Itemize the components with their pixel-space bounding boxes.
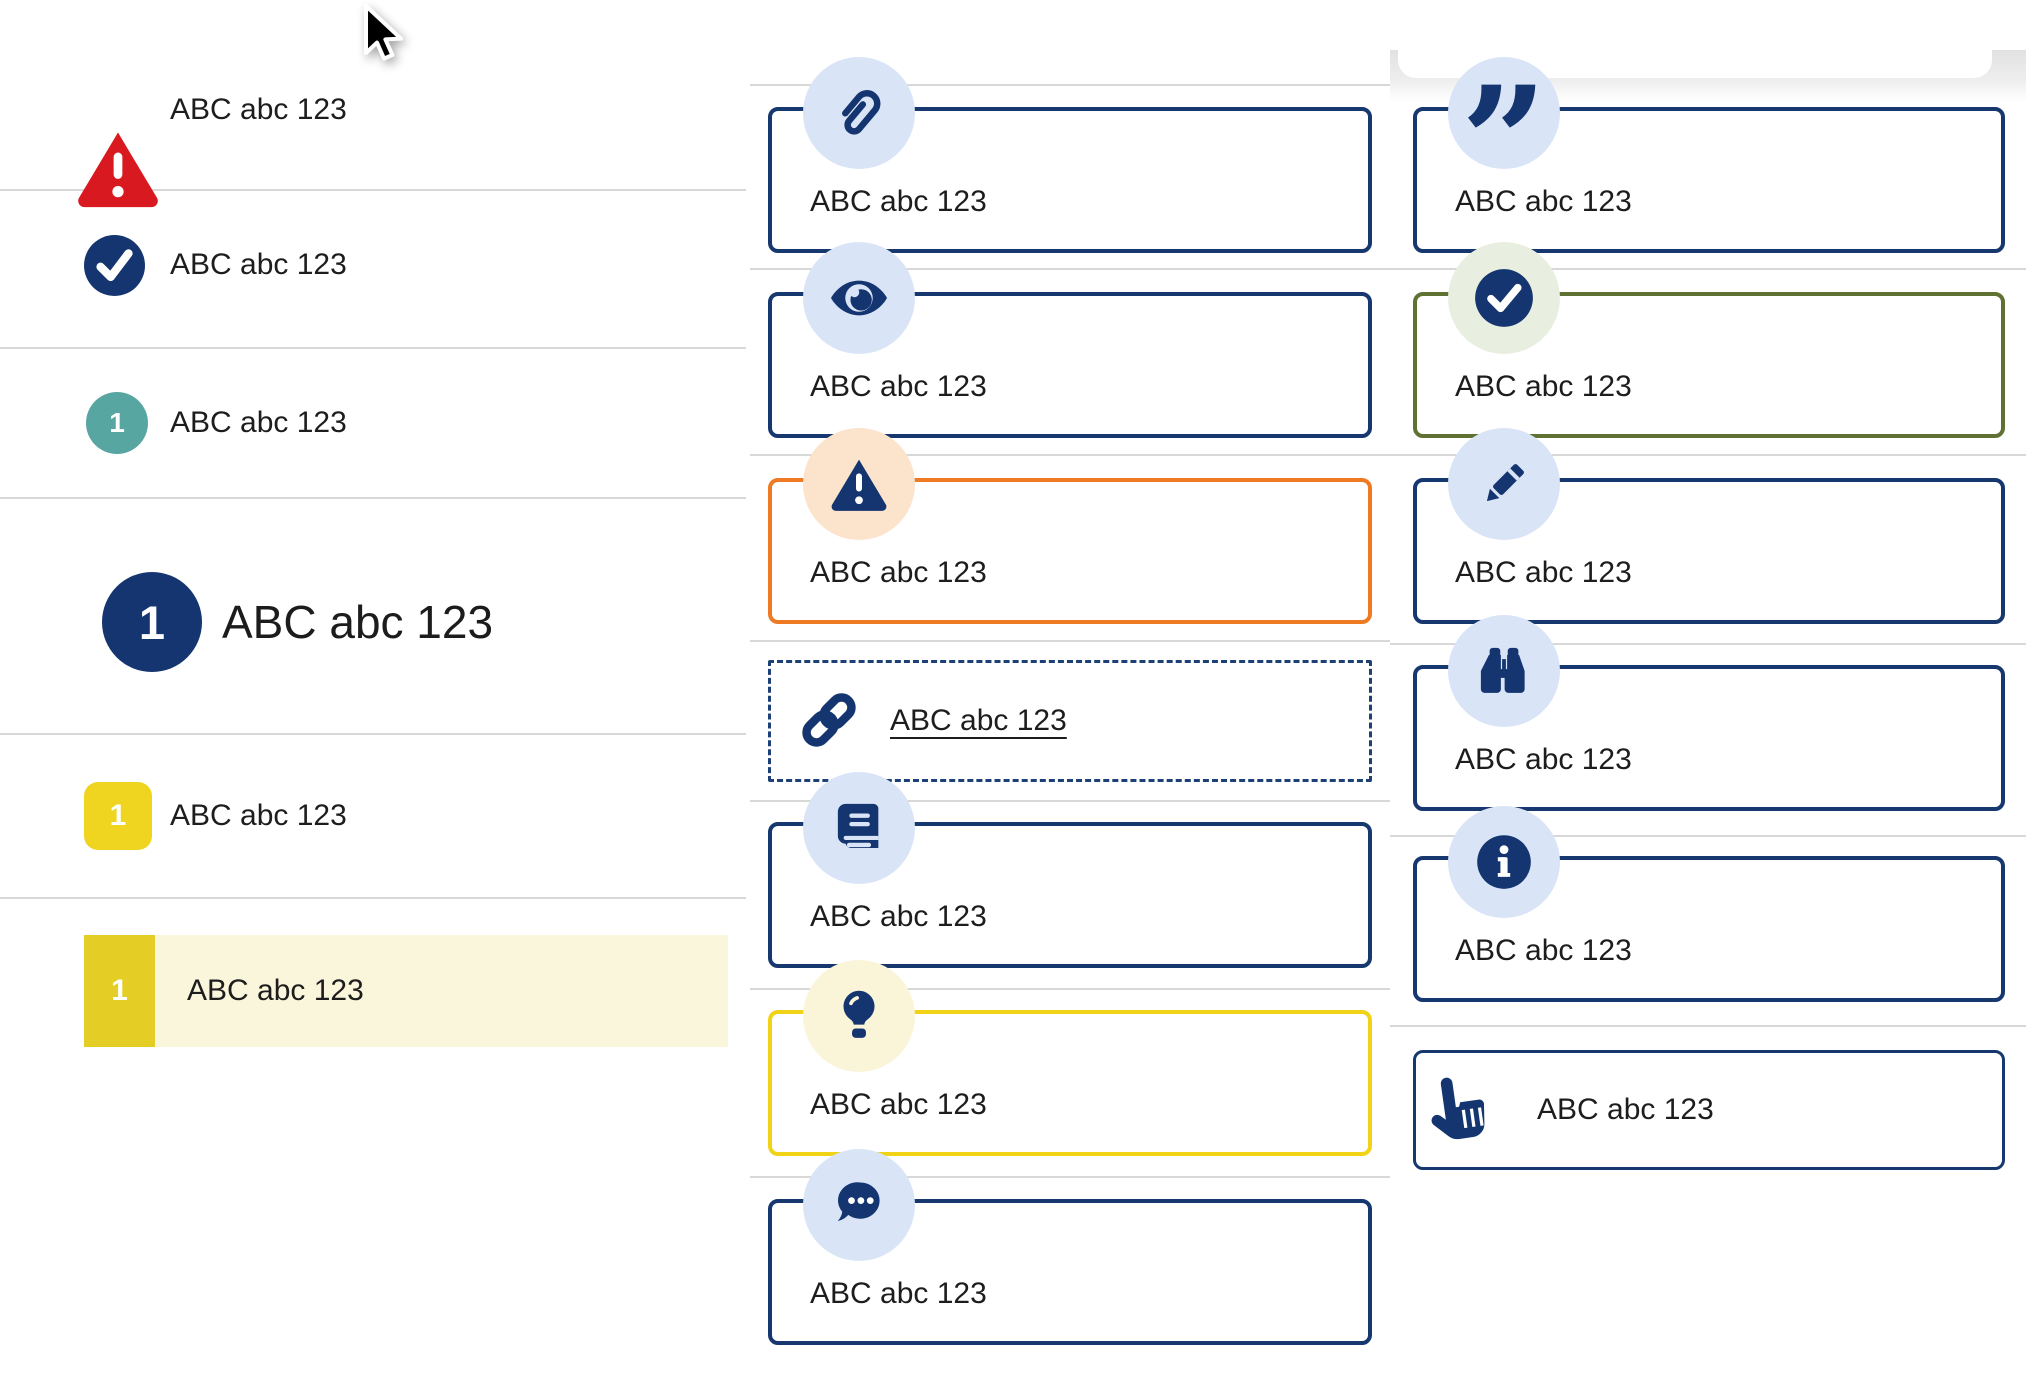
- step-number-badge: 1: [84, 782, 152, 850]
- callout-label: ABC abc 123: [1455, 934, 1632, 967]
- list-item-step-yellow: 1 ABC abc 123: [0, 780, 746, 855]
- list-item-check: ABC abc 123: [0, 230, 746, 300]
- book-icon: [803, 772, 915, 884]
- left-divider: [0, 347, 746, 349]
- callout-label: ABC abc 123: [1455, 556, 1632, 589]
- list-item-label: ABC abc 123: [170, 93, 347, 126]
- step-number: 1: [109, 799, 127, 832]
- middle-divider: [750, 84, 1390, 86]
- right-divider: [1390, 268, 2026, 270]
- right-divider: [1390, 643, 2026, 645]
- link-icon: [802, 693, 856, 747]
- callout-label: ABC abc 123: [810, 1277, 987, 1310]
- middle-divider: [750, 268, 1390, 270]
- right-divider: [1390, 835, 2026, 837]
- chat-bubble-icon: [803, 1149, 915, 1261]
- left-divider: [0, 733, 746, 735]
- warning-triangle-icon: [803, 428, 915, 540]
- pencil-icon: [1448, 428, 1560, 540]
- callout-label: ABC abc 123: [1455, 370, 1632, 403]
- step-number: 1: [109, 407, 125, 438]
- middle-divider: [750, 454, 1390, 456]
- list-item-step-teal: 1 ABC abc 123: [0, 390, 746, 460]
- middle-divider: [750, 640, 1390, 642]
- callout-label: ABC abc 123: [1537, 1093, 1714, 1126]
- binoculars-icon: [1448, 615, 1560, 727]
- hand-pointer-icon: [1431, 1077, 1485, 1140]
- list-item-label: ABC abc 123: [170, 799, 347, 832]
- callout-link: [768, 660, 1372, 782]
- callout-link-label[interactable]: ABC abc 123: [890, 704, 1067, 737]
- callout-label: ABC abc 123: [810, 370, 987, 403]
- step-number-badge: 1: [84, 935, 155, 1047]
- warning-triangle-icon: [78, 132, 158, 208]
- left-divider: [0, 897, 746, 899]
- paperclip-icon: [803, 57, 915, 169]
- list-item-label: ABC abc 123: [170, 406, 347, 439]
- left-divider: [0, 189, 746, 191]
- callout-label: ABC abc 123: [1455, 185, 1632, 218]
- success-check-icon: [1448, 242, 1560, 354]
- middle-divider: [750, 988, 1390, 990]
- list-item-step-yellow-highlighted: 1 ABC abc 123: [84, 935, 728, 1047]
- step-number-badge: 1: [86, 392, 148, 454]
- list-item-numbered-heading: 1 ABC abc 123: [0, 560, 746, 690]
- step-number: 1: [111, 974, 128, 1007]
- right-divider: [1390, 1025, 2026, 1027]
- callout-label: ABC abc 123: [810, 900, 987, 933]
- heading-label: ABC abc 123: [222, 596, 494, 648]
- step-number-badge: 1: [102, 572, 202, 672]
- callout-action: [1413, 1050, 2005, 1170]
- list-item-label: ABC abc 123: [170, 248, 347, 281]
- middle-divider: [750, 800, 1390, 802]
- right-divider: [1390, 454, 2026, 456]
- check-circle-icon: [84, 235, 145, 296]
- list-item-label: ABC abc 123: [187, 974, 364, 1007]
- callout-label: ABC abc 123: [1455, 743, 1632, 776]
- step-number: 1: [138, 595, 166, 649]
- callout-label: ABC abc 123: [810, 1088, 987, 1121]
- callout-label: ABC abc 123: [810, 556, 987, 589]
- eye-icon: [803, 242, 915, 354]
- mouse-cursor: [364, 4, 403, 61]
- list-item-warning: ABC abc 123: [0, 60, 746, 208]
- left-divider: [0, 497, 746, 499]
- info-icon: [1448, 806, 1560, 918]
- lightbulb-icon: [803, 960, 915, 1072]
- quote-icon: ”: [1448, 57, 1560, 217]
- callout-label: ABC abc 123: [810, 185, 987, 218]
- middle-divider: [750, 1176, 1390, 1178]
